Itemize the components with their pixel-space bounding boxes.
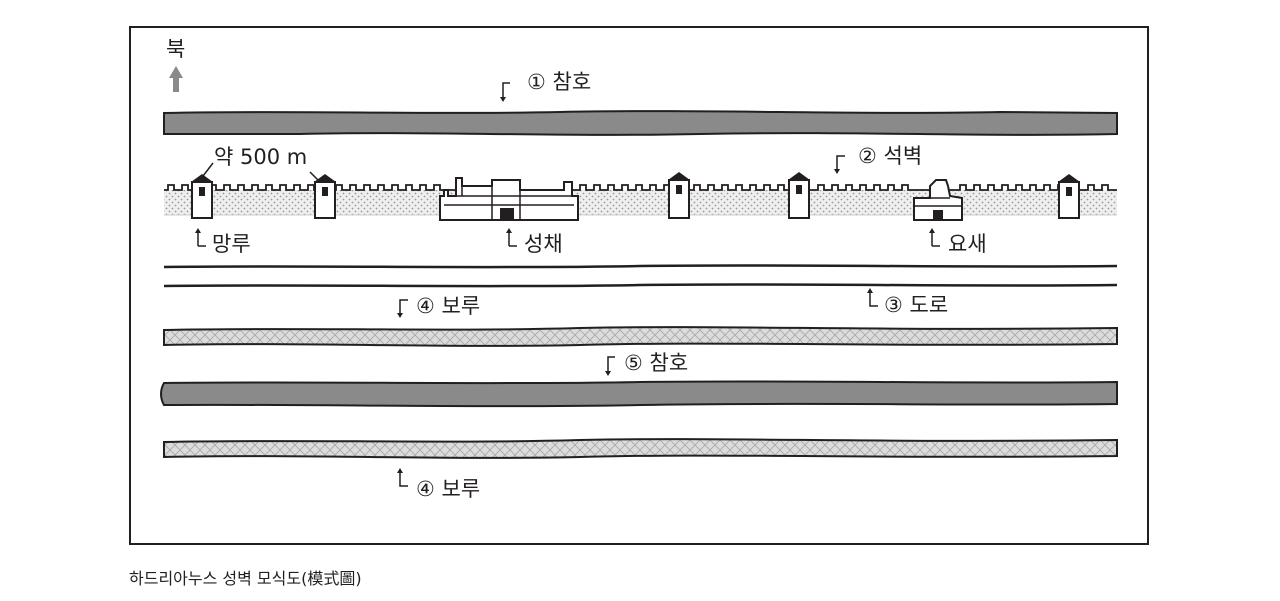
figure-caption: 하드리아누스 성벽 모식도(模式圖) — [129, 569, 362, 588]
ditch-north-band — [163, 110, 1118, 136]
mound-north-band — [163, 326, 1118, 347]
distance-label: 약 500 m — [214, 145, 307, 169]
vallum-ditch-band — [160, 380, 1118, 408]
watchtower-icon — [191, 174, 213, 182]
watchtower-label: 망루 — [212, 232, 251, 256]
watchtower-icon — [314, 174, 336, 182]
north-label: 북 — [166, 37, 185, 61]
road-south-edge — [163, 283, 1118, 288]
watchtower-icon — [1058, 174, 1080, 182]
mound-south-pointer — [399, 470, 408, 487]
road-pointer-tip — [867, 288, 873, 293]
mound-south-pointer-tip — [397, 468, 403, 473]
road-north-edge — [163, 264, 1118, 269]
milecastle-gate — [500, 208, 514, 220]
watchtower — [314, 174, 336, 219]
road: ③ 도로 — [163, 264, 1118, 317]
distance-marker-line-right — [309, 171, 319, 181]
vallum-ditch-pointer-tip — [605, 371, 611, 376]
wall-label: ② 석벽 — [858, 144, 922, 168]
mound-south-label: ④ 보루 — [416, 477, 480, 501]
fort-pointer-tip — [929, 228, 935, 233]
milecastle-detail — [444, 186, 578, 220]
vallum-ditch: ⑤ 참호 — [160, 351, 1118, 408]
fort-gate — [933, 210, 943, 220]
ditch-north: ① 참호 — [163, 70, 1118, 136]
fort-detail — [914, 197, 962, 207]
milecastle-pointer-tip — [506, 228, 512, 233]
fort-label: 요새 — [948, 232, 987, 256]
watchtower-icon — [668, 172, 690, 180]
watchtower-icon — [788, 172, 810, 180]
north-arrow: 북 — [166, 37, 185, 92]
distance-marker: 약 500 m — [202, 145, 319, 181]
mound-south: ④ 보루 — [163, 438, 1118, 501]
ditch-north-pointer — [502, 82, 510, 100]
vallum-ditch-label: ⑤ 참호 — [624, 351, 688, 375]
mound-north: ④ 보루 — [163, 294, 1118, 347]
road-pointer — [869, 290, 878, 307]
wall-crenellation — [164, 184, 1117, 191]
watchtower — [668, 172, 690, 219]
mound-north-pointer-tip — [397, 313, 403, 318]
watchtower-pointer-tip — [195, 228, 201, 233]
wall-pointer-tip — [834, 169, 840, 174]
road-label: ③ 도로 — [884, 293, 948, 317]
watchtower — [1058, 174, 1080, 219]
ditch-north-label: ① 참호 — [527, 70, 591, 94]
milecastle-label: 성채 — [524, 232, 563, 256]
watchtower — [788, 172, 810, 219]
watchtower — [191, 174, 213, 219]
wall-band — [164, 190, 1117, 215]
milecastle: 성채 — [439, 177, 579, 256]
mound-north-pointer — [399, 299, 408, 316]
diagram-frame — [129, 26, 1149, 545]
mound-north-label: ④ 보루 — [416, 294, 480, 318]
north-arrow-icon — [169, 66, 183, 92]
wall-pointer — [836, 155, 845, 172]
ditch-north-pointer-tip — [500, 97, 506, 102]
distance-marker-line — [202, 162, 214, 177]
vallum-ditch-pointer — [607, 356, 615, 374]
mound-south-band — [163, 438, 1118, 459]
fort: 요새 — [913, 179, 987, 256]
watchtowers: 망루 — [191, 172, 1080, 256]
